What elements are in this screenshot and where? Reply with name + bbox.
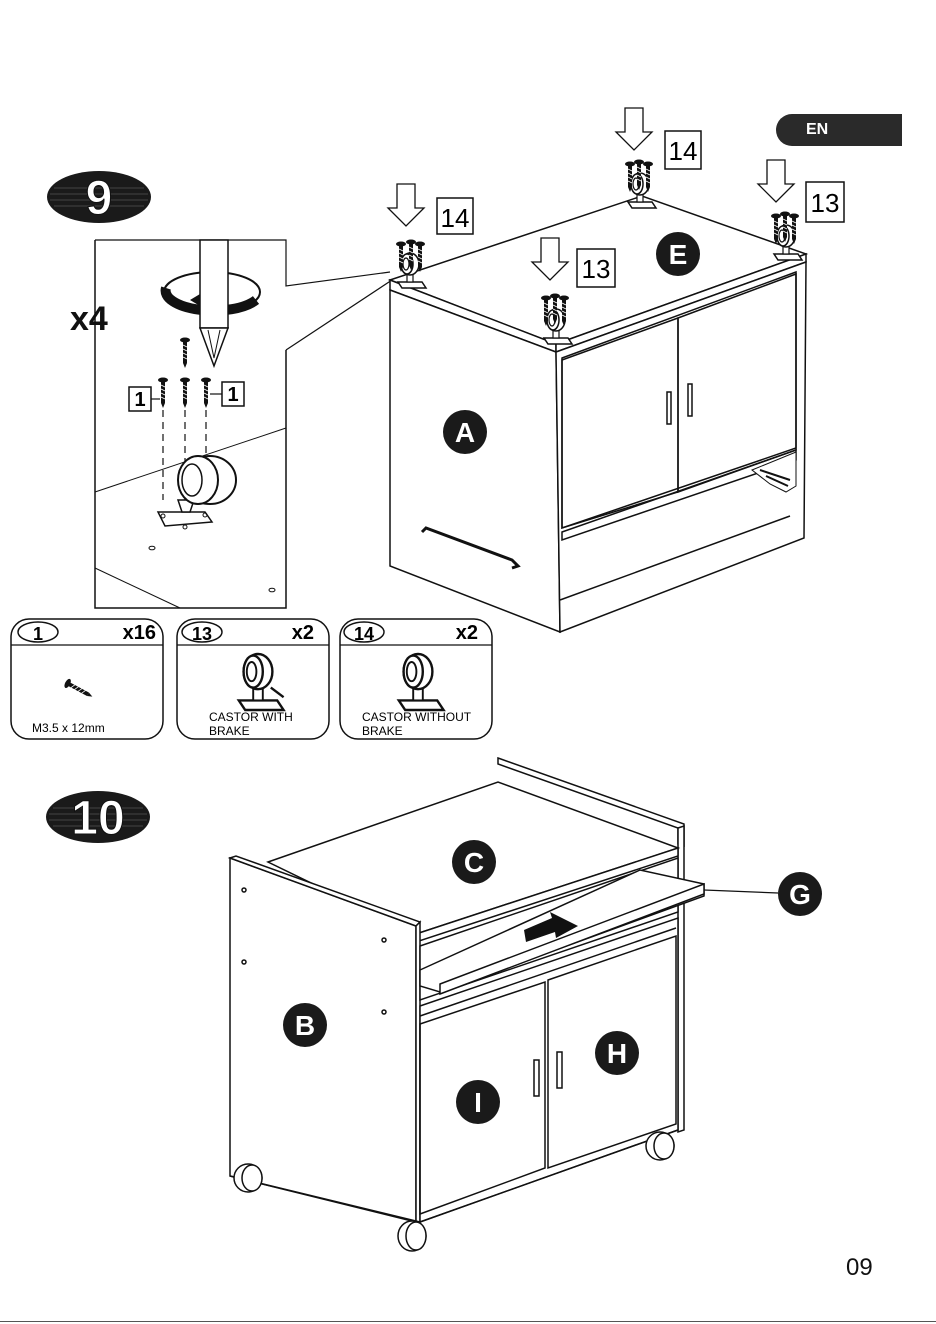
svg-text:13: 13 [811, 188, 840, 218]
screw-callout-right: 1 [210, 382, 244, 406]
step9-number: 9 [86, 172, 113, 225]
svg-text:E: E [669, 239, 688, 270]
svg-text:1: 1 [134, 389, 145, 411]
svg-text:A: A [455, 417, 475, 448]
svg-text:M3.5 x 12mm: M3.5 x 12mm [32, 721, 105, 735]
part-card-14: 14 x2 CASTOR WITHOUT BRAKE [340, 619, 492, 739]
svg-text:1: 1 [227, 384, 238, 406]
part-card-1: 1 x16 M3.5 x 12mm [11, 619, 163, 739]
svg-text:C: C [464, 847, 484, 878]
svg-text:14: 14 [669, 136, 698, 166]
panel-label-a: A [443, 410, 487, 454]
svg-text:x2: x2 [292, 622, 314, 644]
part-card-13: 13 x2 CASTOR WITH BRAKE [177, 619, 329, 739]
svg-text:13: 13 [582, 254, 611, 284]
svg-text:BRAKE: BRAKE [362, 724, 403, 738]
svg-text:H: H [607, 1038, 627, 1069]
cabinet-step10 [230, 758, 704, 1222]
panel-label-g: G [778, 872, 822, 916]
step10-badge: 10 [46, 791, 150, 845]
screw-callout-left: 1 [129, 387, 160, 411]
svg-text:1: 1 [33, 624, 43, 644]
callout-13-right: 13 [806, 182, 844, 222]
svg-text:CASTOR WITH: CASTOR WITH [209, 710, 293, 724]
svg-text:x2: x2 [456, 622, 478, 644]
keyboard-tray-leader [704, 890, 778, 893]
multiplier-label: x4 [70, 300, 108, 338]
panel-label-h: H [595, 1031, 639, 1075]
svg-text:I: I [474, 1087, 482, 1118]
screwdriver-icon [200, 240, 228, 366]
panel-label-b: B [283, 1003, 327, 1047]
callout-13-front: 13 [577, 249, 615, 287]
step10-number: 10 [71, 792, 124, 845]
svg-text:BRAKE: BRAKE [209, 724, 250, 738]
svg-text:B: B [295, 1010, 315, 1041]
panel-label-e: E [656, 232, 700, 276]
step9-badge: 9 [47, 171, 151, 225]
bottom-divider [0, 1321, 936, 1322]
panel-label-i: I [456, 1080, 500, 1124]
svg-text:CASTOR WITHOUT: CASTOR WITHOUT [362, 710, 472, 724]
svg-text:G: G [789, 879, 811, 910]
panel-label-c: C [452, 840, 496, 884]
callout-14-top: 14 [665, 131, 701, 169]
svg-text:13: 13 [192, 624, 212, 644]
svg-text:x16: x16 [123, 622, 156, 644]
svg-text:14: 14 [441, 203, 470, 233]
svg-text:14: 14 [354, 624, 374, 644]
callout-14-left: 14 [437, 198, 473, 234]
page-number: 09 [846, 1254, 873, 1282]
